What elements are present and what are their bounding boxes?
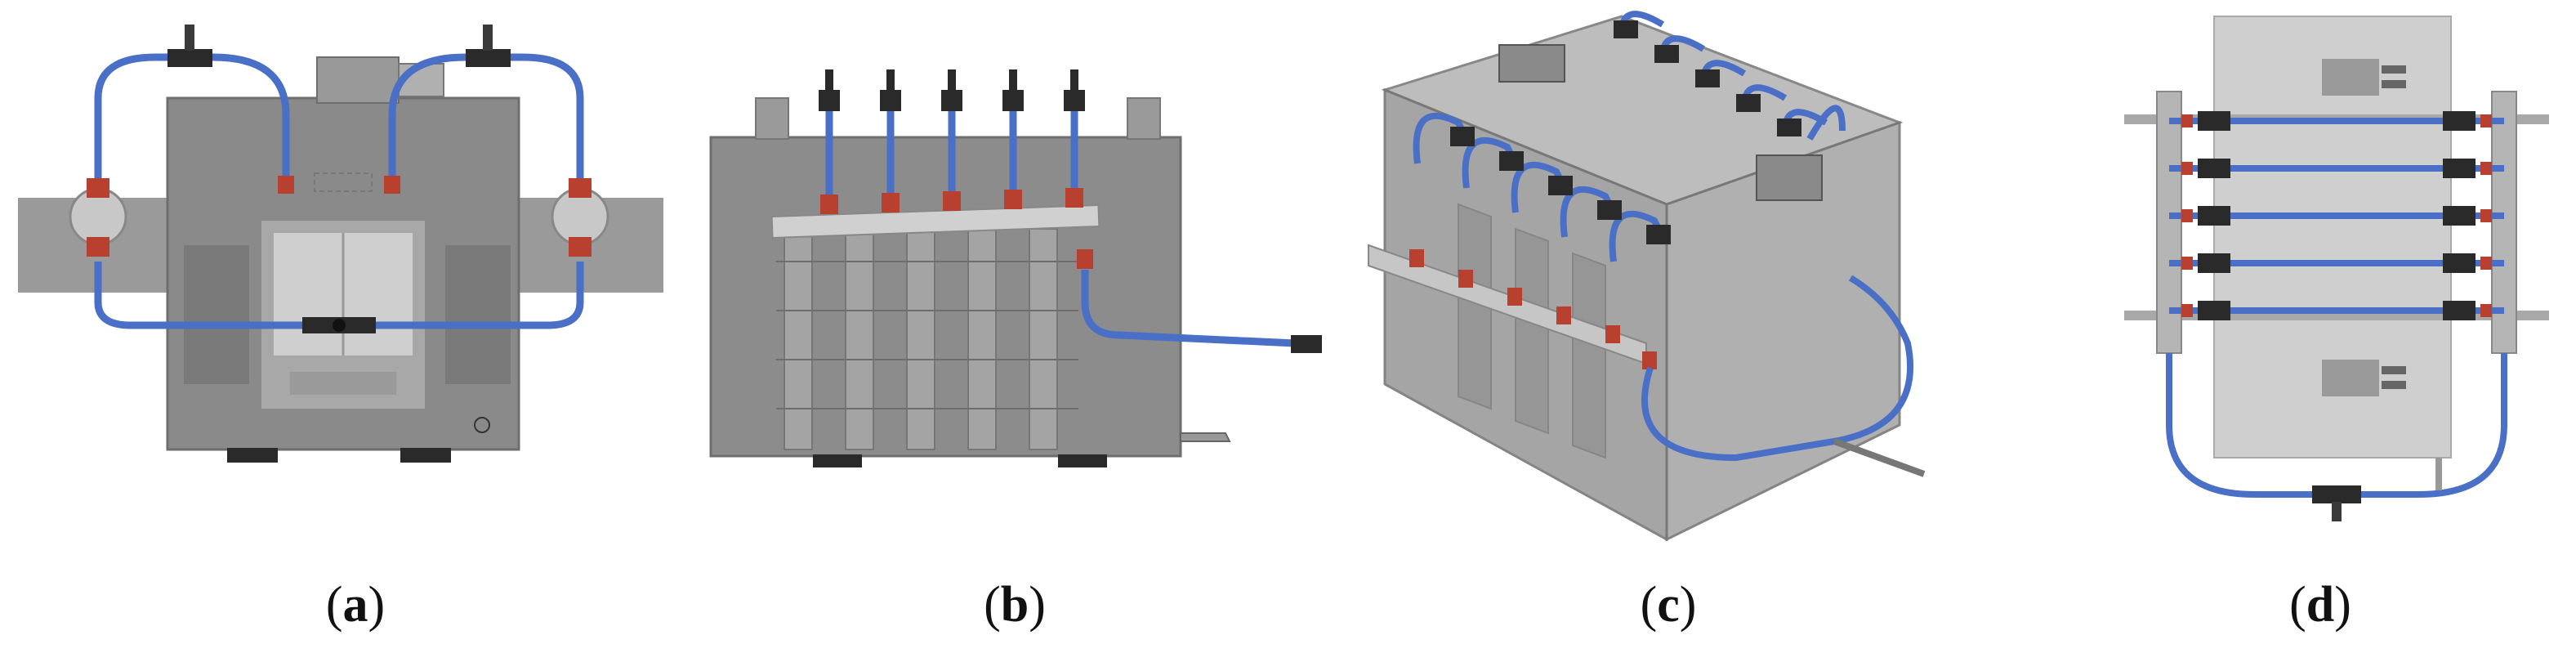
left-foot — [227, 448, 278, 463]
red-fittings — [820, 188, 1093, 269]
drain-pipe — [1833, 438, 1926, 477]
caption-close-paren: ) — [1029, 577, 1046, 633]
top-connectors — [819, 69, 1085, 111]
isometric-view-drawing — [1368, 11, 1926, 542]
loop-connectors — [1450, 20, 1801, 244]
caption-open-paren: ( — [325, 577, 343, 633]
right-inner-tube — [388, 53, 467, 180]
top-view-drawing — [2124, 16, 2549, 521]
caption-letter: a — [342, 577, 368, 633]
caption-d: (d) — [2279, 576, 2361, 642]
panel-d-top-view — [2108, 0, 2565, 556]
caption-open-paren: ( — [984, 577, 1001, 633]
caption-letter: d — [2306, 577, 2335, 633]
back-block-right — [1756, 154, 1823, 201]
caption-letter: b — [1000, 577, 1029, 633]
top-center-box — [316, 56, 400, 104]
row-connectors — [2198, 111, 2476, 320]
left-inner-tube — [212, 53, 290, 180]
caption-close-paren: ) — [1679, 577, 1697, 633]
manifold-bar — [770, 204, 1100, 239]
right-dark-panel — [445, 245, 511, 384]
caption-c: (c) — [1627, 576, 1709, 642]
side-view-drawing — [709, 69, 1322, 467]
center-slot — [290, 372, 396, 395]
outlet-connector — [1291, 335, 1322, 353]
left-upper-tube — [94, 53, 172, 204]
panel-c-isometric-view — [1352, 0, 1973, 564]
right-foot — [400, 448, 451, 463]
drain-icon — [474, 417, 490, 433]
drain-spout — [1180, 432, 1231, 442]
red-fittings — [2181, 114, 2492, 317]
top-plate — [2322, 59, 2379, 96]
caption-close-paren: ) — [368, 577, 386, 633]
caption-letter: c — [1657, 577, 1680, 633]
bottom-plate — [2322, 360, 2379, 396]
caption-open-paren: ( — [2289, 577, 2306, 633]
back-block-left — [1498, 44, 1565, 83]
front-view-drawing — [18, 25, 663, 463]
outlet-tube — [1081, 270, 1296, 347]
panel-b-side-view — [694, 0, 1332, 523]
tank-side-face — [1665, 120, 1901, 542]
outlet-tube — [1641, 275, 1914, 462]
right-upper-tube — [507, 53, 584, 204]
caption-close-paren: ) — [2334, 577, 2351, 633]
caption-a: (a) — [315, 576, 396, 642]
vertical-tubes — [825, 94, 1078, 204]
caption-open-paren: ( — [1640, 577, 1658, 633]
caption-b: (b) — [974, 576, 1056, 642]
panel-a-front-view — [0, 0, 678, 523]
left-top-connector — [167, 49, 212, 67]
bottom-tee-connector — [2312, 485, 2361, 503]
right-top-connector — [466, 49, 511, 67]
red-fittings — [1409, 249, 1657, 369]
left-dark-panel — [184, 245, 249, 384]
